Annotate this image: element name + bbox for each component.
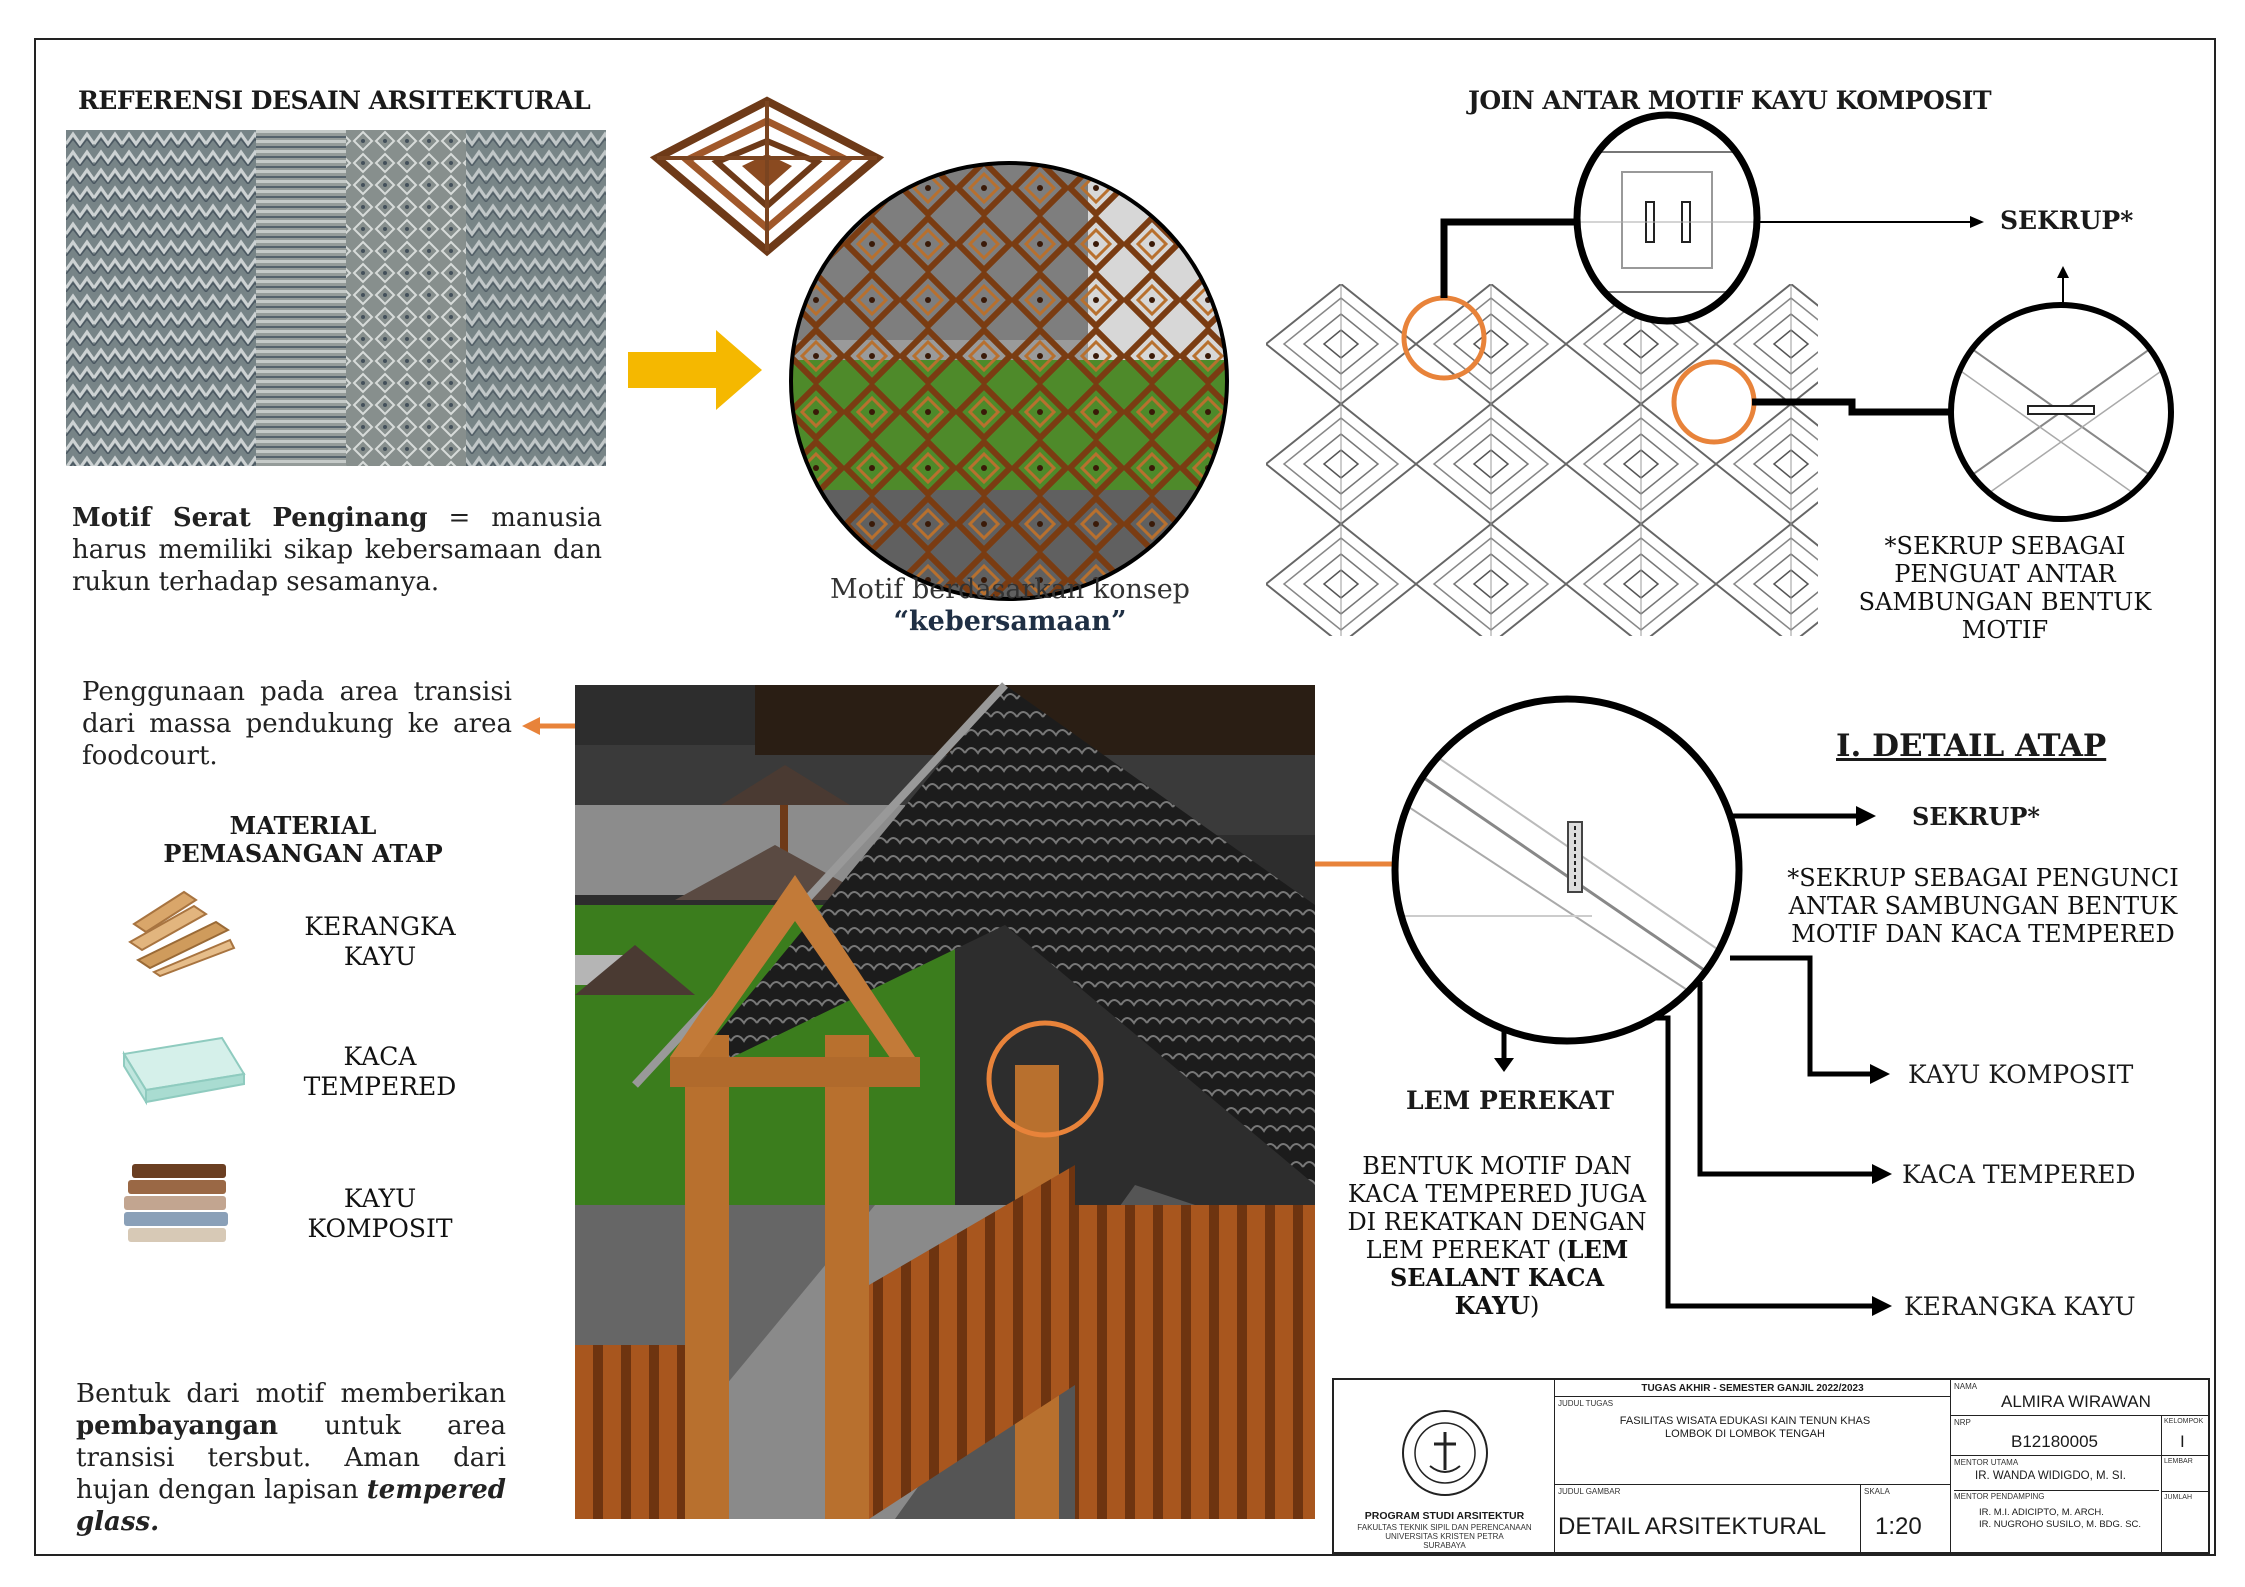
tb-judul-tugas-value: FASILITAS WISATA EDUKASI KAIN TENUN KHAS… [1619,1415,1871,1440]
join-title: JOIN ANTAR MOTIF KAYU KOMPOSIT [1468,86,1992,115]
material-name-1: KERANGKA KAYU [304,912,456,971]
join-detail-top [1573,111,1761,325]
material-name-3: KAYU KOMPOSIT [307,1184,453,1243]
tb-mentor-utama-value: IR. WANDA WIDIGDO, M. SI. [1975,1470,2126,1482]
roof-detail-circle [1391,695,1743,1045]
tb-program: PROGRAM STUDI ARSITEKTUR [1364,1510,1525,1522]
motif-unit-render [649,96,885,257]
tb-nrp-label: NRP [1954,1418,1971,1427]
tb-faculty: FAKULTAS TEKNIK SIPIL DAN PERENCANAAN [1357,1523,1532,1532]
tb-nama-value: ALMIRA WIRAWAN [2001,1392,2151,1411]
tb-task: TUGAS AKHIR - SEMESTER GANJIL 2022/2023 [1555,1380,1951,1397]
tb-nama-label: NAMA [1954,1382,1978,1391]
tb-institution: PROGRAM STUDI ARSITEKTUR FAKULTAS TEKNIK… [1334,1380,1555,1552]
motif-meaning: = manusia harus memiliki sikap kebersama… [72,503,603,597]
callout-kerangka-kayu: KERANGKA KAYU [1904,1292,2136,1321]
tb-nrp-value: B12180005 [2011,1432,2098,1451]
tb-kelompok-label: KELOMPOK [2164,1418,2204,1425]
tb-nrp: NRP B12180005 [1951,1416,2162,1456]
shading-text: Bentuk dari motif memberikan pembayangan… [76,1378,506,1538]
shading-text-1: Bentuk dari motif memberikan [76,1379,506,1409]
tb-university: UNIVERSITAS KRISTEN PETRA [1385,1532,1504,1541]
sheet-frame [34,38,2216,1556]
usage-text: Penggunaan pada area transisi dari massa… [82,677,512,771]
tb-mentor-utama-label: MENTOR UTAMA [1954,1458,2019,1467]
tb-judul-gambar-value: DETAIL ARSITEKTURAL [1558,1513,1827,1540]
lem-note: BENTUK MOTIF DAN KACA TEMPERED JUGA DI R… [1344,1152,1650,1320]
tb-judul-gambar-label: JUDUL GAMBAR [1558,1487,1621,1496]
tb-mentor-pendamping-2: IR. NUGROHO SUSILO, M. BDG. SC. [1979,1519,2142,1530]
tb-nama: NAMA ALMIRA WIRAWAN [1951,1380,2208,1416]
material-name-2: KACA TEMPERED [303,1042,457,1101]
fabric-photo [66,130,606,466]
tb-skala-value: 1:20 [1875,1513,1922,1540]
tb-jumlah-label: JUMLAH [2164,1494,2193,1501]
tb-city: SURABAYA [1423,1541,1466,1550]
ref-title: REFERENSI DESAIN ARSITEKTURAL [78,86,591,115]
wood-beams-icon [128,890,236,978]
university-logo-icon [1402,1410,1488,1496]
tb-mentor-pendamping-label: MENTOR PENDAMPING [1954,1490,2159,1501]
motif-caption-line: Motif berdasarkan konsep [830,574,1190,605]
callout-kayu-komposit: KAYU KOMPOSIT [1908,1060,2134,1089]
tb-jumlah: JUMLAH [2162,1492,2208,1552]
tb-judul-tugas: JUDUL TUGAS FASILITAS WISATA EDUKASI KAI… [1555,1397,1951,1485]
detail-title: I. DETAIL ATAP [1836,728,2107,764]
shading-text-2: untuk area transisi tersbut. Aman dari h… [76,1411,506,1505]
motif-pattern-render [789,161,1229,601]
roof-render [575,682,1315,1519]
glass-pane-icon [122,1036,246,1106]
motif-caption: Motif berdasarkan konsep “kebersamaan” [770,574,1250,638]
tb-skala-label: SKALA [1864,1487,1890,1496]
lem-perekat-label: LEM PEREKAT [1406,1086,1615,1115]
lem-note-text: BENTUK MOTIF DAN KACA TEMPERED JUGA DI R… [1347,1152,1647,1264]
tb-judul-tugas-label: JUDUL TUGAS [1558,1399,1614,1408]
sekrup-label-1: SEKRUP* [2000,206,2134,235]
sekrup-note-2: *SEKRUP SEBAGAI PENGUNCI ANTAR SAMBUNGAN… [1787,864,2179,948]
tb-mentors: MENTOR UTAMA IR. WANDA WIDIGDO, M. SI. M… [1951,1456,2162,1552]
lem-note-close: ) [1530,1292,1540,1320]
shading-material: tempered glass. [76,1475,506,1537]
motif-name: Motif Serat Penginang [72,503,428,533]
tb-kelompok-value: I [2180,1432,2185,1451]
sekrup-note-1: *SEKRUP SEBAGAI PENGUAT ANTAR SAMBUNGAN … [1858,532,2152,644]
shading-keyword: pembayangan [76,1411,279,1441]
motif-caption-concept: “kebersamaan” [893,606,1127,637]
join-detail-right [1948,302,2174,522]
arrow-right-icon [628,330,762,410]
tb-skala: SKALA 1:20 [1861,1485,1951,1552]
callout-kaca-tempered: KACA TEMPERED [1902,1160,2136,1189]
material-title: MATERIAL PEMASANGAN ATAP [163,811,443,868]
sekrup-label-2: SEKRUP* [1912,802,2040,831]
tb-mentor-pendamping-1: IR. M.I. ADICIPTO, M. ARCH. [1979,1507,2104,1518]
title-block: PROGRAM STUDI ARSITEKTUR FAKULTAS TEKNIK… [1332,1378,2210,1554]
tb-lembar-label: LEMBAR [2164,1458,2193,1465]
tb-kelompok: KELOMPOK I [2162,1416,2208,1456]
composite-wood-icon [124,1164,228,1242]
tb-judul-gambar: JUDUL GAMBAR DETAIL ARSITEKTURAL [1555,1485,1861,1552]
lem-note-product: LEM SEALANT KACA KAYU [1389,1235,1629,1320]
ref-description: Motif Serat Penginang = manusia harus me… [72,502,602,598]
tb-lembar: LEMBAR [2162,1456,2208,1492]
